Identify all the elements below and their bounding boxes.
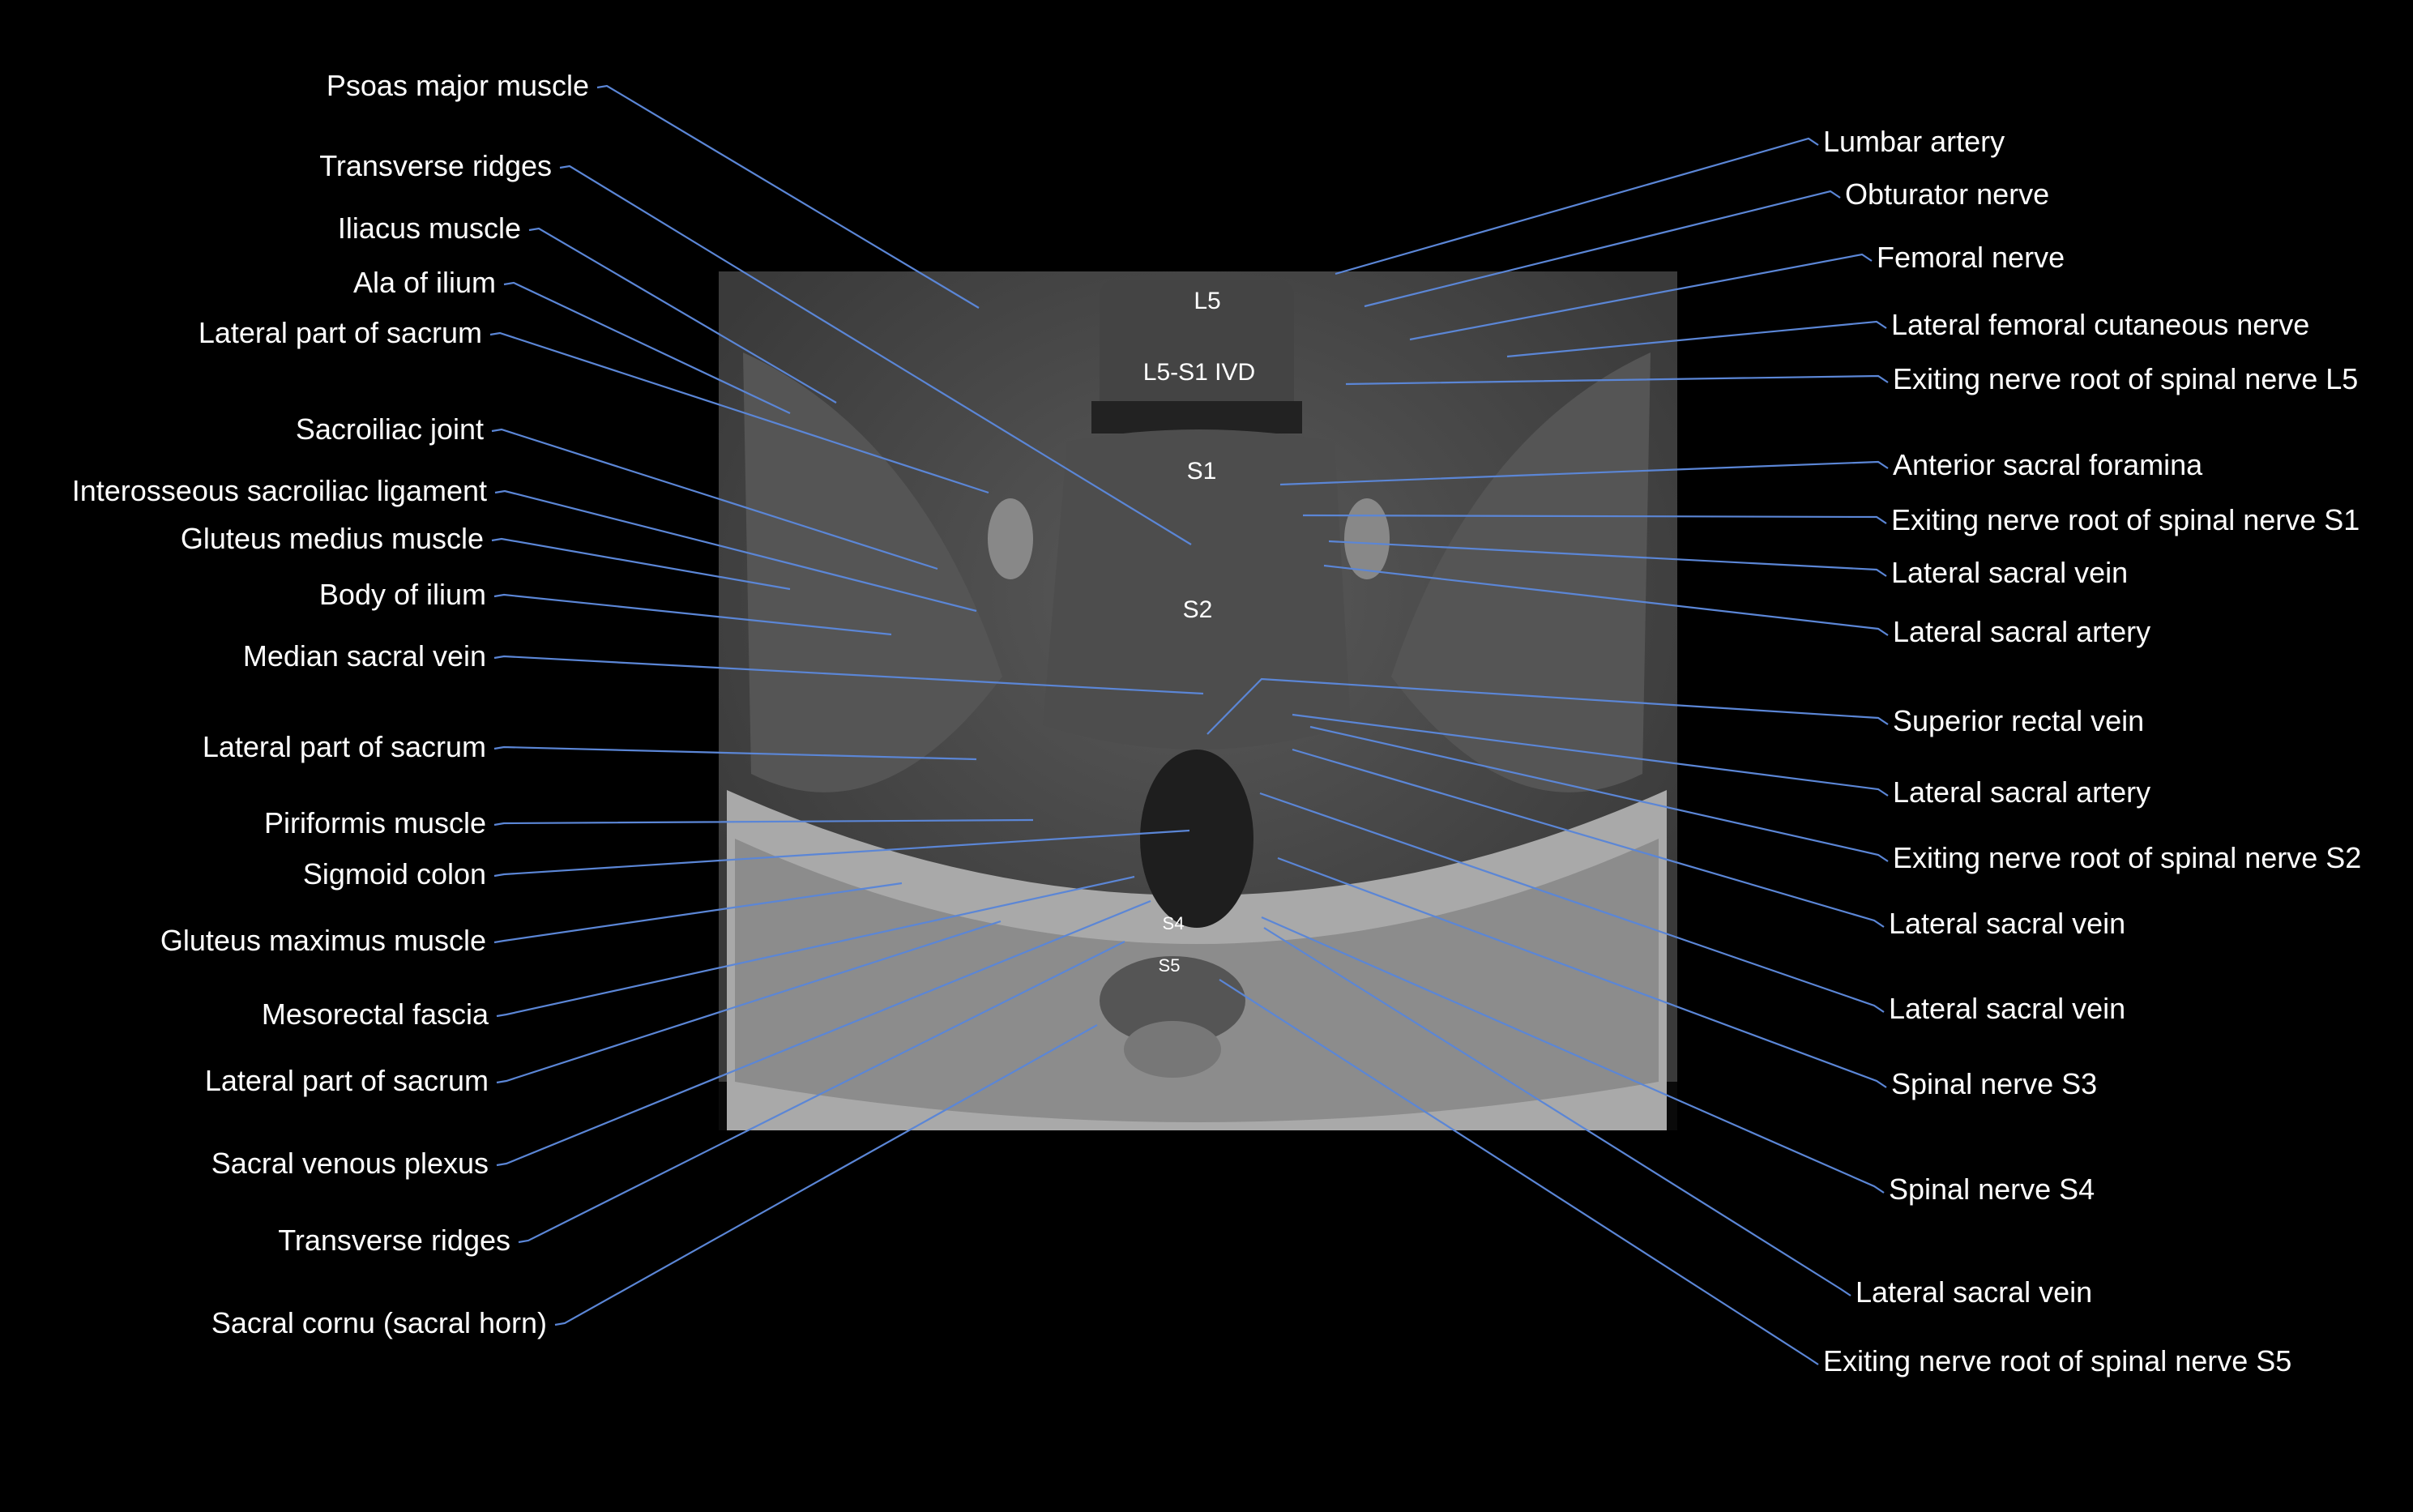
anatomy-label-left: Gluteus maximus muscle xyxy=(160,924,486,957)
anatomy-label-left: Interosseous sacroiliac ligament xyxy=(71,474,487,507)
anatomy-label-left: Ala of ilium xyxy=(352,266,496,299)
anatomy-label-left: Body of ilium xyxy=(318,578,486,611)
anatomy-label-right: Spinal nerve S3 xyxy=(1891,1067,2098,1100)
vertebra-label: L5 xyxy=(1194,288,1221,314)
anatomy-label-left: Psoas major muscle xyxy=(326,69,589,102)
anatomy-label-right: Lumbar artery xyxy=(1823,125,2005,158)
anatomy-label-left: Median sacral vein xyxy=(242,639,486,673)
mri-coronal-scan xyxy=(719,271,1677,1130)
anatomy-label-left: Sacral cornu (sacral horn) xyxy=(211,1306,547,1339)
anatomy-label-left: Sacroiliac joint xyxy=(295,412,484,446)
vertebra-label: S4 xyxy=(1162,913,1185,933)
anatomy-label-right: Exiting nerve root of spinal nerve L5 xyxy=(1893,362,2359,395)
anatomy-label-left: Lateral part of sacrum xyxy=(204,1064,489,1097)
anatomy-label-right: Obturator nerve xyxy=(1845,177,2050,211)
anatomy-label-left: Sacral venous plexus xyxy=(211,1147,489,1180)
vertebra-label: S1 xyxy=(1186,458,1217,485)
anatomy-label-left: Lateral part of sacrum xyxy=(202,730,486,763)
anatomy-label-left: Lateral part of sacrum xyxy=(198,316,482,349)
anatomy-label-right: Lateral sacral artery xyxy=(1893,775,2151,809)
vertebra-label: L5-S1 IVD xyxy=(1142,359,1256,386)
anatomy-label-right: Lateral sacral vein xyxy=(1889,907,2126,940)
anatomy-label-right: Spinal nerve S4 xyxy=(1889,1172,2095,1206)
anatomy-label-left: Sigmoid colon xyxy=(302,857,486,891)
anatomy-label-right: Anterior sacral foramina xyxy=(1893,448,2203,481)
anatomy-label-left: Transverse ridges xyxy=(278,1224,510,1257)
anatomy-label-right: Lateral sacral vein xyxy=(1889,992,2126,1025)
anatomy-label-left: Gluteus medius muscle xyxy=(180,522,484,555)
anatomy-label-right: Lateral sacral artery xyxy=(1893,615,2151,648)
anatomy-label-right: Lateral sacral vein xyxy=(1856,1275,2093,1309)
vertebra-label: S2 xyxy=(1182,596,1213,623)
anatomy-label-right: Exiting nerve root of spinal nerve S2 xyxy=(1893,841,2362,874)
anatomy-label-right: Lateral sacral vein xyxy=(1891,556,2129,589)
anatomy-label-left: Transverse ridges xyxy=(319,149,552,182)
anatomy-label-left: Mesorectal fascia xyxy=(261,997,489,1031)
anatomy-label-left: Piriformis muscle xyxy=(263,806,486,839)
anatomy-label-right: Exiting nerve root of spinal nerve S5 xyxy=(1823,1344,2292,1377)
vertebra-label: S5 xyxy=(1158,955,1181,976)
anatomy-label-left: Iliacus muscle xyxy=(337,211,521,245)
anatomy-label-right: Femoral nerve xyxy=(1877,241,2065,274)
anatomy-label-right: Lateral femoral cutaneous nerve xyxy=(1891,308,2310,341)
anatomy-label-right: Superior rectal vein xyxy=(1893,704,2145,737)
anatomy-label-right: Exiting nerve root of spinal nerve S1 xyxy=(1891,503,2360,536)
